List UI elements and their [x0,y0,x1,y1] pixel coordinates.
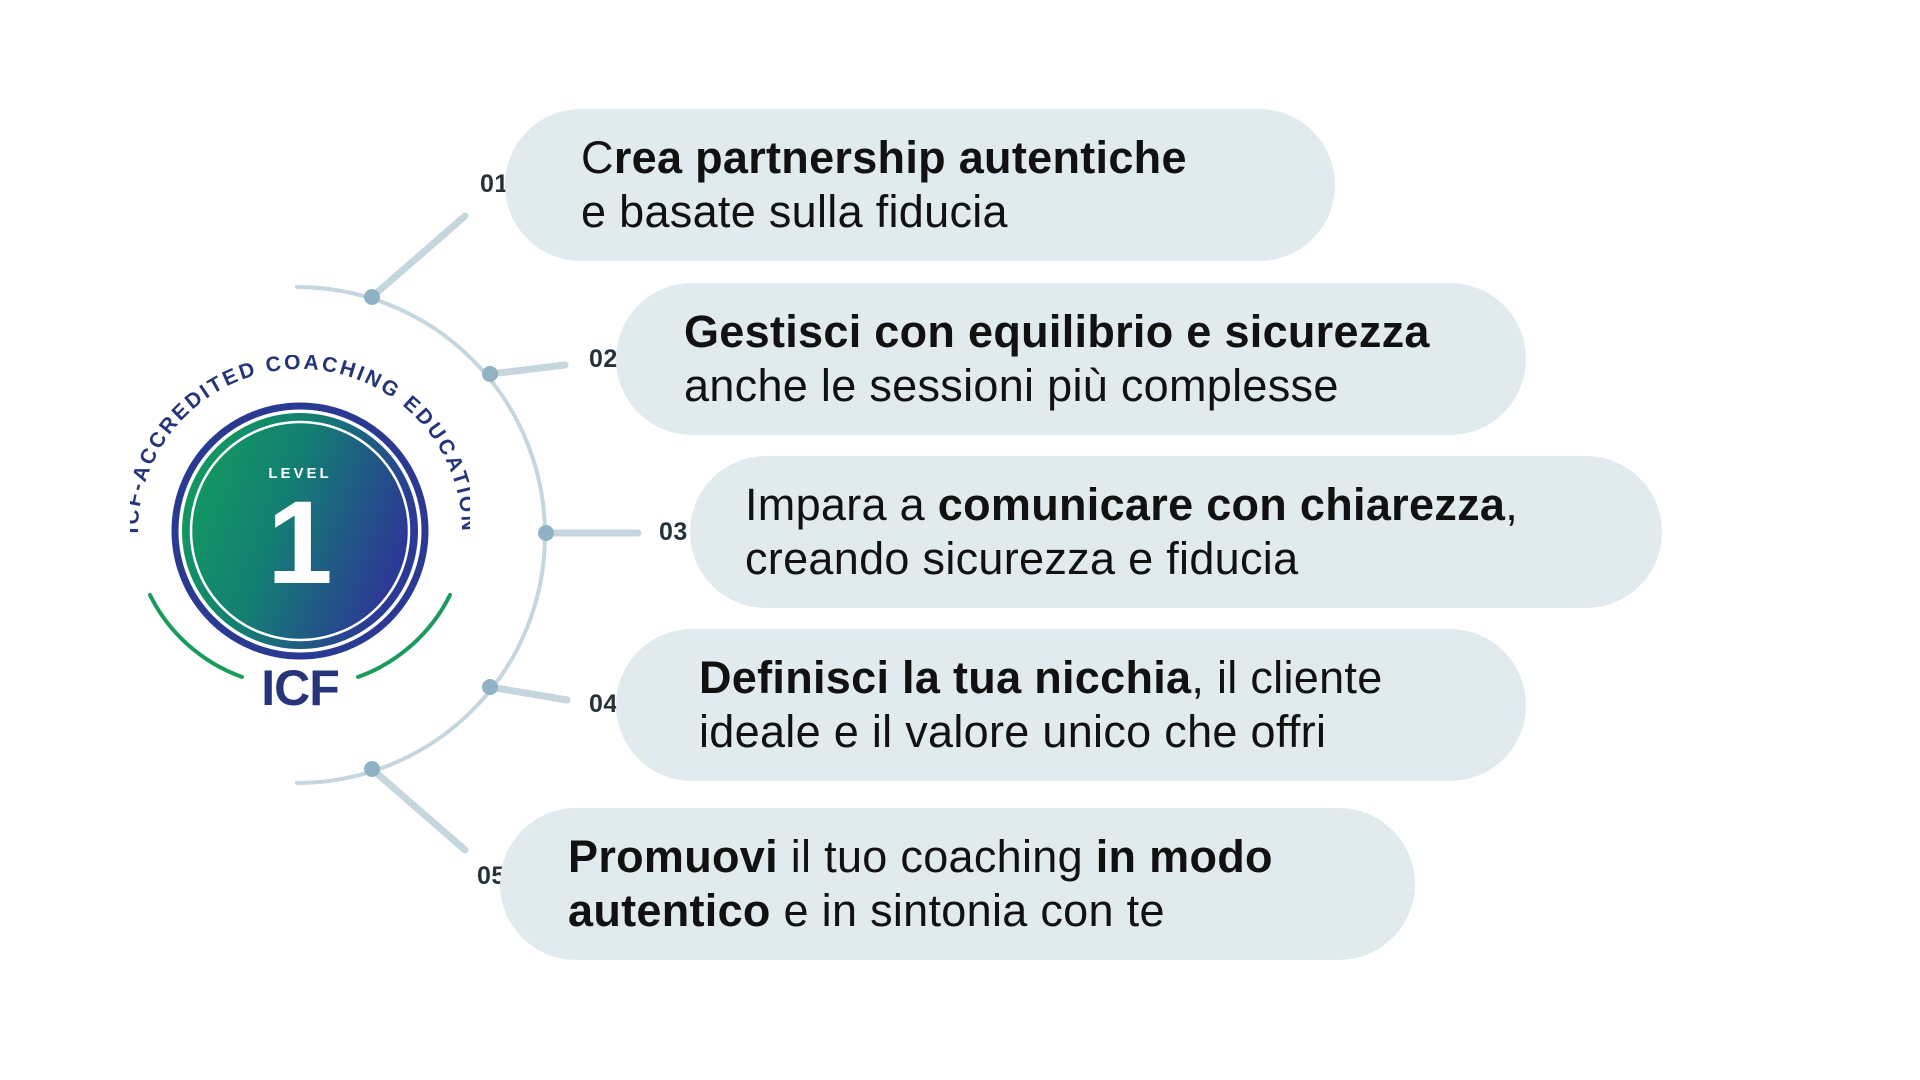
node-01 [364,289,380,305]
icf-level1-badge: ICF-ACCREDITED COACHING EDUCATION LEVEL … [120,351,478,716]
spoke-02 [486,361,569,378]
step-number-03: 03 [659,518,688,546]
icf-logo: ICF [261,660,339,715]
step-text-line: Definisci la tua nicchia, il cliente [699,651,1526,705]
badge-bottom-arc [148,593,244,679]
step-text: , [1505,479,1519,530]
badge-outer-ring [171,402,429,660]
step-text: e in sintonia con te [770,885,1165,936]
badge-bottom-arc [356,593,452,679]
step-text-line: Crea partnership autentiche [581,131,1335,185]
step-text-line: ideale e il valore unico che offri [699,705,1526,759]
step-text-bold: rea partnership autentiche [613,132,1187,183]
step-text: , il cliente [1191,652,1383,703]
step-text: creando sicurezza e fiducia [745,533,1299,584]
spoke-01 [368,212,469,301]
spoke-04 [486,683,571,704]
step-text-line: e basate sulla fiducia [581,185,1335,239]
step-text-bold: Gestisci con equilibrio e sicurezza [684,306,1430,357]
step-text-line: autentico e in sintonia con te [568,884,1415,938]
badge-level-label: LEVEL [268,465,331,482]
badge-graphic: ICF-ACCREDITED COACHING EDUCATION LEVEL … [120,351,478,716]
step-number-01: 01 [480,170,509,198]
step-text-bold: Promuovi [568,831,778,882]
badge-level-number: 1 [267,477,333,609]
step-text-bold: comunicare con chiarezza [937,479,1506,530]
step-text: C [581,132,614,183]
step-text-line: anche le sessioni più complesse [684,359,1526,413]
node-02 [482,366,498,382]
step-text: anche le sessioni più complesse [684,360,1339,411]
step-text-bold: in modo [1095,831,1273,882]
step-number-04: 04 [589,690,618,718]
step-text-line: creando sicurezza e fiducia [745,532,1662,586]
step-text: il tuo coaching [777,831,1096,882]
step-text-line: Promuovi il tuo coaching in modo [568,830,1415,884]
spoke-05 [368,765,469,854]
step-text-line: Impara a comunicare con chiarezza, [745,478,1662,532]
node-05 [364,761,380,777]
step-pill-03: Impara a comunicare con chiarezza,creand… [690,456,1662,608]
badge-disk [182,413,418,649]
step-text-bold: Definisci la tua nicchia [699,652,1192,703]
node-04 [482,679,498,695]
node-03 [538,525,554,541]
step-text: Impara a [745,479,938,530]
step-number-02: 02 [589,345,618,373]
step-text: e basate sulla fiducia [581,186,1008,237]
step-text-bold: autentico [568,885,771,936]
step-text: ideale e il valore unico che offri [699,706,1327,757]
step-text-line: Gestisci con equilibrio e sicurezza [684,305,1526,359]
badge-inner-ring [189,420,411,642]
